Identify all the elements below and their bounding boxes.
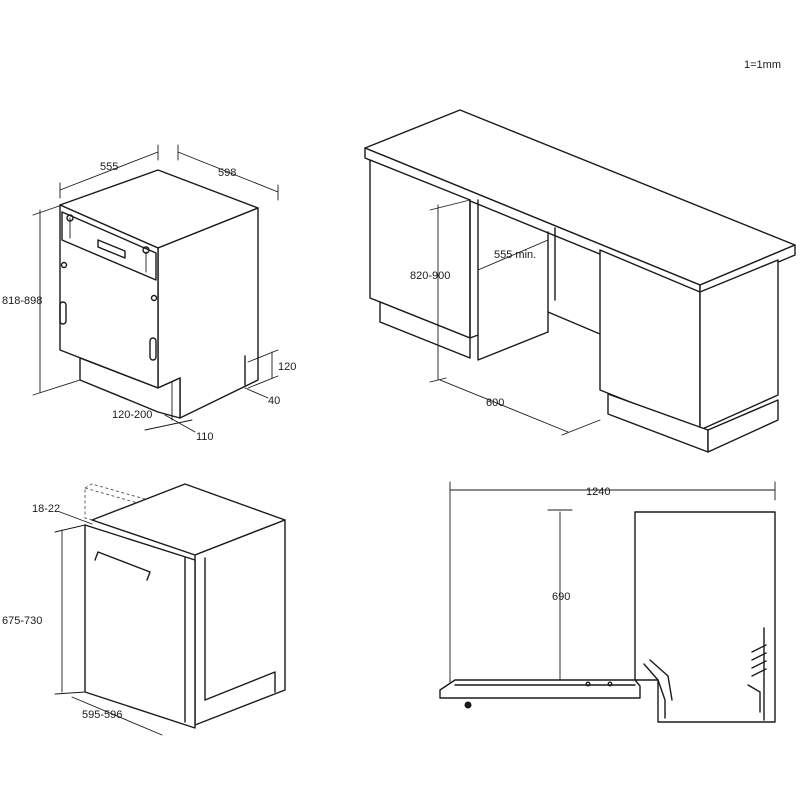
dim-niche-width-label: 600: [486, 397, 504, 409]
hinge-arm: [643, 663, 666, 719]
handle-right: [149, 337, 157, 361]
cabinet-installation-view: 820-900 555 min. 600: [364, 109, 796, 453]
left-cabinet-edge: [469, 334, 479, 339]
hinge-arm-inner: [649, 659, 673, 701]
control-knob-right: [142, 246, 150, 254]
dim-plinth-depth-label: 40: [268, 395, 280, 407]
dim-toe-depth-leader: [164, 414, 196, 433]
hinge-screw-right: [150, 294, 158, 302]
dim-width-label: 595-596: [82, 709, 122, 721]
dim-niche-depth-label: 555 min.: [494, 249, 536, 261]
dim-depth-label: 598: [218, 167, 236, 179]
body-side: [194, 519, 286, 726]
dim-toe-depth-line: [144, 419, 193, 431]
scale-note: 1=1mm: [744, 59, 781, 71]
door-handle: [94, 551, 151, 581]
door-open-view: 1240 690: [439, 481, 776, 723]
dim-gap-line: [59, 511, 93, 525]
dim-toe-depth-label: 110: [196, 431, 214, 443]
dim-plinth-height-label: 120: [278, 361, 296, 373]
dim-width-label: 555: [100, 161, 118, 173]
dim-niche-height-label: 820-900: [410, 270, 450, 282]
dim-tick: [429, 199, 471, 211]
hinge-point: [607, 681, 613, 687]
fully-integrated-dishwasher-view: 18-22 675-730 595-596: [2, 483, 286, 736]
dim-toe-range-label: 120-200: [112, 409, 152, 421]
dim-height-label: 818-898: [2, 295, 42, 307]
dim-niche-width-line: [439, 379, 569, 433]
door-panel: [84, 524, 196, 729]
dim-door-height-label: 690: [552, 591, 570, 603]
right-cabinet-side: [699, 259, 779, 431]
dim-tick: [32, 379, 81, 396]
dim-tick: [561, 419, 601, 436]
dim-open-length-label: 1240: [586, 486, 610, 498]
dim-width-line: [59, 151, 159, 191]
control-knob-left: [66, 214, 74, 222]
dim-tick: [247, 375, 279, 389]
display-window: [97, 239, 126, 259]
dim-niche-depth-line: [477, 239, 549, 271]
dim-tick: [247, 349, 279, 363]
dim-depth-line: [177, 151, 279, 193]
dim-tick: [54, 691, 86, 695]
dim-tick: [54, 524, 86, 533]
right-cabinet-plinth-side: [707, 399, 779, 453]
dim-tick: [32, 204, 63, 216]
control-panel: [61, 211, 157, 281]
dishwasher-body: [634, 511, 776, 723]
door-foot: [464, 701, 472, 709]
niche-floor-edge: [477, 199, 549, 361]
niche-floor-back: [547, 311, 601, 335]
dim-gap-label: 18-22: [32, 503, 60, 515]
hinge-screw: [60, 261, 68, 269]
dim-tick: [429, 377, 447, 383]
hinge-point: [585, 681, 591, 687]
left-cabinet-plinth: [379, 301, 471, 359]
dim-plinth-depth-line: [244, 387, 269, 399]
semi-integrated-dishwasher-view: 555 598 818-898 120 40 120-200 110: [2, 144, 296, 443]
dim-panel-height-label: 675-730: [2, 615, 42, 627]
handle-left: [59, 301, 67, 325]
dim-width-line: [71, 696, 163, 736]
body-plinth: [204, 671, 276, 701]
